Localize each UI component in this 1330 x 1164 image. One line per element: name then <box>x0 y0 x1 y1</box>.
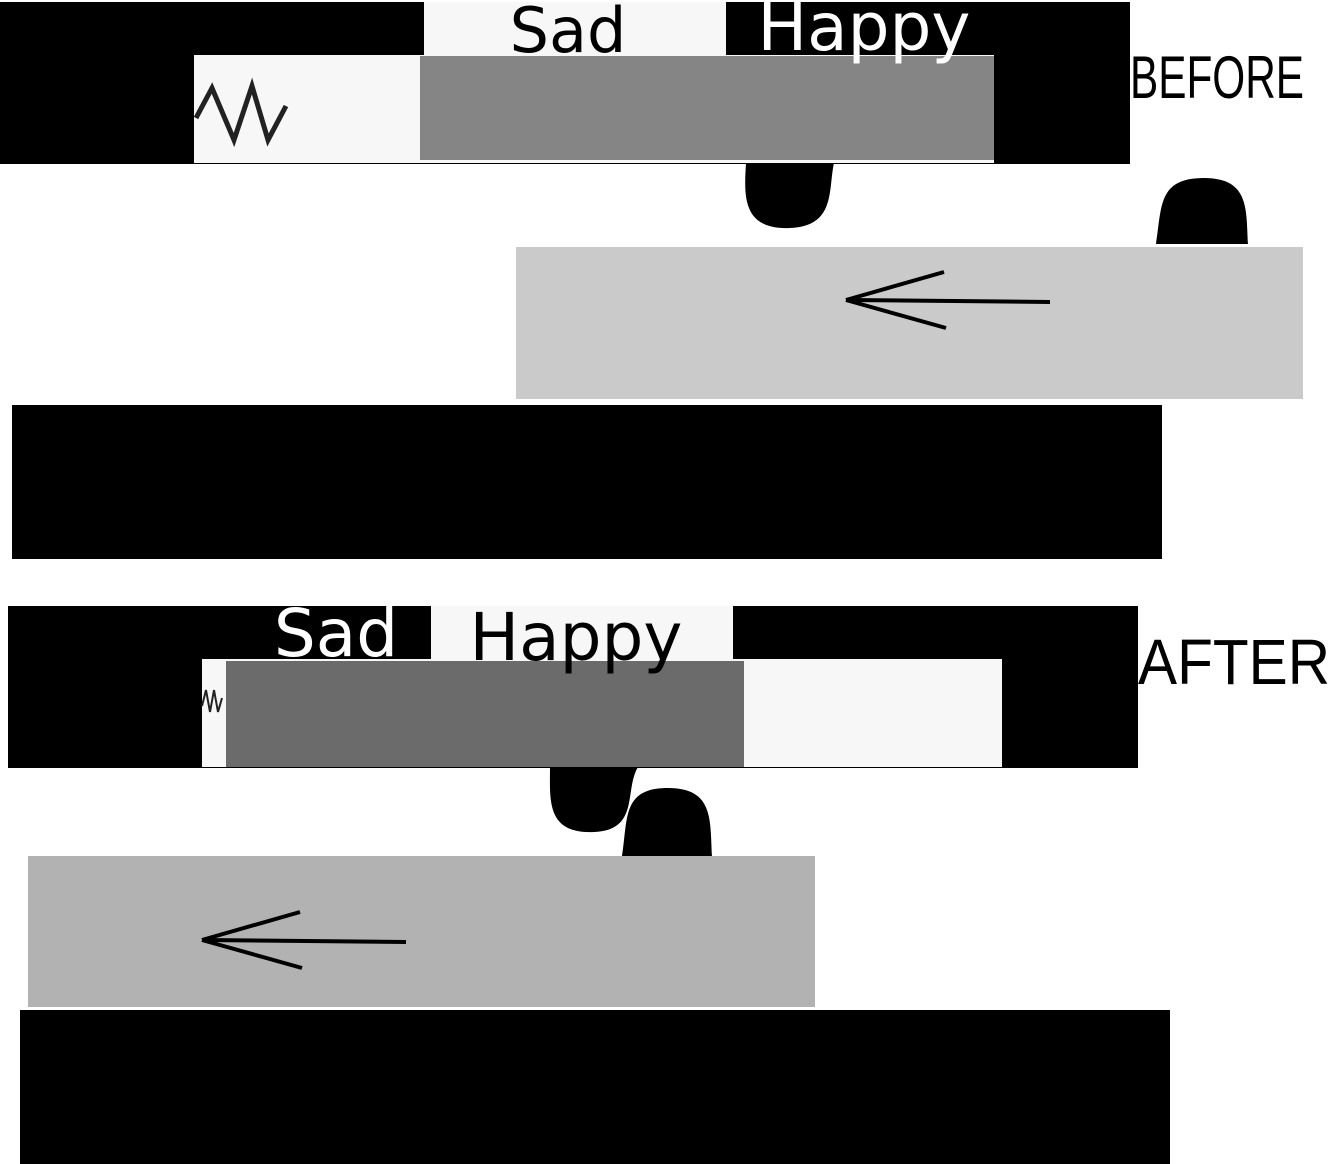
left-arrow-icon <box>845 270 1051 330</box>
after-happy-label: Happy <box>470 599 683 676</box>
zigzag-icon <box>201 689 223 713</box>
before-base <box>12 405 1162 559</box>
before-sad-tab <box>424 2 726 56</box>
before-happy-label: Happy <box>758 0 971 66</box>
blob-icon <box>549 767 638 833</box>
after-mover <box>28 856 815 1007</box>
before-mover <box>516 247 1303 399</box>
left-arrow-icon <box>201 910 407 970</box>
before-panel: Sad Happy BEFORE <box>0 0 1304 559</box>
after-caption: AFTER <box>1138 626 1330 698</box>
blob-icon <box>745 163 834 229</box>
before-sad-label: Sad <box>510 0 627 67</box>
blob-icon <box>1156 178 1248 244</box>
zigzag-icon <box>193 77 289 148</box>
before-caption: BEFORE <box>1130 44 1304 111</box>
after-knob[interactable] <box>226 661 744 767</box>
after-sad-label: Sad <box>274 595 398 672</box>
before-knob[interactable] <box>420 56 994 160</box>
after-base <box>20 1010 1170 1164</box>
blob-icon <box>622 788 712 856</box>
after-happy-tab <box>431 606 733 660</box>
after-panel: Sad Happy AFTER <box>8 595 1330 1164</box>
